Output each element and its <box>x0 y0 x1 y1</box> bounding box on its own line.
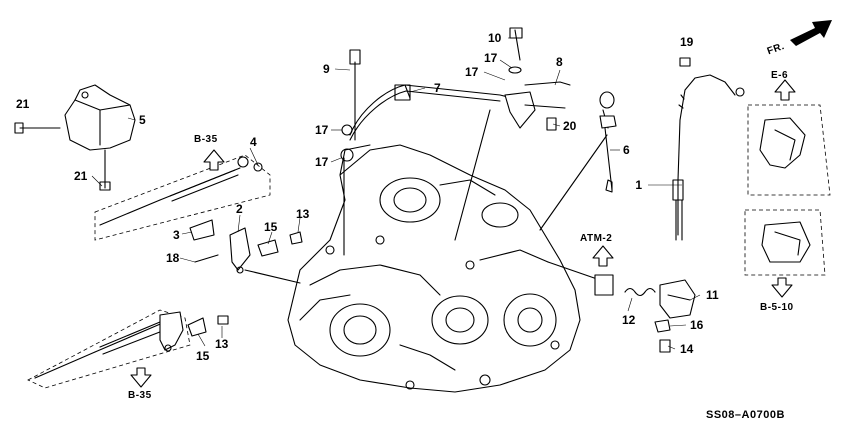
control-cable <box>672 57 745 241</box>
callout-19: 19 <box>680 35 694 49</box>
ref-arrow-b35-bottom <box>130 367 152 388</box>
callout-17c: 17 <box>484 51 498 65</box>
lower-shift-cable <box>27 309 191 389</box>
callout-17a: 17 <box>315 123 329 137</box>
callout-18: 18 <box>166 251 180 265</box>
callout-13b: 13 <box>215 337 229 351</box>
callout-10: 10 <box>488 31 502 45</box>
callout-2: 2 <box>236 202 243 216</box>
inset-e6 <box>747 104 831 196</box>
inset-b510 <box>744 209 826 276</box>
breather-pipe <box>340 27 571 256</box>
callout-21a: 21 <box>16 97 30 111</box>
ref-arrow-b510 <box>771 277 793 298</box>
reference-labels: B-35 B-35 E-6 ATM-2 B-5-10 FR. SS08–A070… <box>128 41 794 421</box>
callout-7: 7 <box>434 81 441 95</box>
upper-shift-cable <box>94 154 271 241</box>
ref-arrow-e6 <box>774 79 796 101</box>
callout-20: 20 <box>563 119 577 133</box>
callout-5: 5 <box>139 113 146 127</box>
ref-b35-top: B-35 <box>194 134 218 145</box>
ref-e6: E-6 <box>771 70 788 81</box>
callout-13: 13 <box>296 207 310 221</box>
callout-12: 12 <box>622 313 636 327</box>
callout-17b: 17 <box>315 155 329 169</box>
ref-arrow-b35-top <box>203 149 225 171</box>
shift-levers <box>187 219 303 337</box>
callout-labels: 1 2 3 4 5 6 7 8 9 10 11 12 13 13 14 15 1… <box>16 31 719 363</box>
part-5-cable-bracket <box>14 84 136 191</box>
callout-3: 3 <box>173 228 180 242</box>
front-direction-arrow <box>790 20 832 46</box>
callout-1: 1 <box>635 178 642 192</box>
callout-14: 14 <box>680 342 694 356</box>
leader-lines <box>30 37 701 350</box>
callout-17d: 17 <box>465 65 479 79</box>
callout-9: 9 <box>323 62 330 76</box>
callout-8: 8 <box>556 55 563 69</box>
ref-b35-bottom: B-35 <box>128 390 152 401</box>
ref-b510: B-5-10 <box>760 302 794 313</box>
transmission-case <box>287 144 581 393</box>
dipstick <box>539 91 617 231</box>
ref-arrow-atm2 <box>592 245 614 267</box>
callout-4: 4 <box>250 135 257 149</box>
callout-6: 6 <box>623 143 630 157</box>
right-bracket-group <box>547 261 696 353</box>
direction-label: FR. <box>766 41 786 57</box>
ref-atm2: ATM-2 <box>580 233 612 244</box>
callout-15: 15 <box>264 220 278 234</box>
callout-16: 16 <box>690 318 704 332</box>
callout-15b: 15 <box>196 349 210 363</box>
callout-21b: 21 <box>74 169 88 183</box>
callout-11: 11 <box>706 288 719 302</box>
diagram-code: SS08–A0700B <box>706 409 785 421</box>
